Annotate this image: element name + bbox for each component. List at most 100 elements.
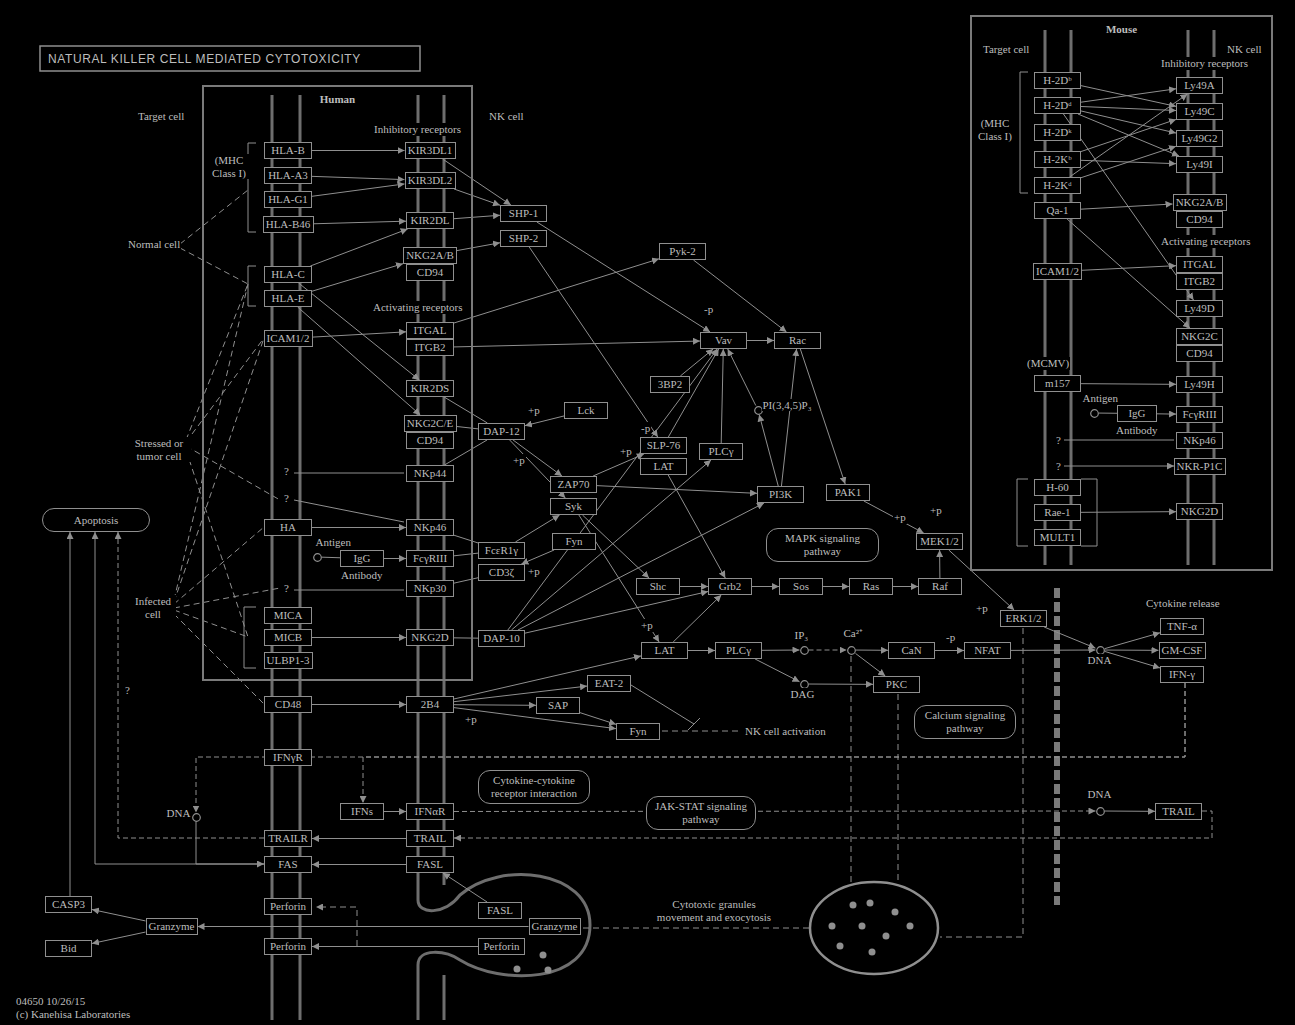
connector [1081, 383, 1176, 385]
node-text: KIR3DL2 [408, 174, 453, 187]
compound-symbol [1090, 409, 1099, 418]
node-text: PI3K [769, 488, 792, 501]
gene-box: HLA-G1 [264, 191, 312, 208]
annotation-label: Target cell [982, 43, 1030, 56]
pathway-link: Calcium signaling pathway [914, 705, 1016, 739]
gene-box: m157 [1034, 375, 1081, 392]
node-text: IFNγR [273, 751, 303, 764]
node-text: Perforin [270, 900, 306, 913]
pathway-link: MAPK signaling pathway [766, 528, 879, 562]
node-text: LAT [653, 460, 673, 473]
gene-box: PLCγ [715, 642, 762, 659]
pathway-link: Apoptosis [42, 508, 150, 532]
connector [1099, 413, 1118, 414]
node-text: Vav [715, 334, 732, 347]
node-text: ERK1/2 [1005, 612, 1041, 625]
gene-box: SLP-76 [640, 437, 687, 454]
connector [580, 713, 616, 725]
gene-box: PI3K [757, 486, 804, 503]
annotation-label: +p [975, 602, 989, 615]
title-holder: NATURAL KILLER CELL MEDIATED CYTOTOXICIT… [48, 52, 361, 66]
compound-circle: Antigen [1090, 409, 1099, 418]
connector [525, 416, 564, 426]
node-text: HA [280, 521, 296, 534]
gene-box: KIR2DS [406, 380, 454, 397]
node-text: CASP3 [52, 898, 85, 911]
annotation-label: Infected cell [130, 595, 176, 620]
gene-box: HLA-B [264, 142, 312, 159]
connector [454, 656, 641, 699]
node-text: IFNs [351, 805, 373, 818]
annotation-label: +p [929, 504, 943, 517]
gene-box: Ly49C [1176, 103, 1223, 120]
gene-box: Ras [849, 578, 893, 595]
node-text: MICB [274, 631, 302, 644]
connector [1105, 651, 1161, 668]
annotation-label: ? [283, 492, 290, 505]
gene-box: Granzyme [529, 918, 581, 935]
node-text: TRAIL [414, 832, 446, 845]
node-text: H-2Kᵈ [1043, 179, 1071, 192]
node-text: FASL [417, 858, 443, 871]
compound-circle: PI(3,4,5)P₃ [754, 406, 763, 415]
connector [755, 659, 799, 682]
gene-box: H-60 [1034, 479, 1081, 496]
diagram-title: NATURAL KILLER CELL MEDIATED CYTOTOXICIT… [48, 52, 361, 66]
gene-box: IFNs [340, 803, 384, 820]
node-text: IP₃ [794, 629, 810, 642]
connector [673, 595, 721, 642]
connector [1081, 204, 1173, 209]
connector [454, 341, 700, 347]
gene-box: NKG2C [1176, 328, 1223, 345]
connector [747, 340, 774, 341]
node-text: FAS [278, 858, 297, 871]
connector [198, 926, 529, 927]
gene-box: FcγRIII [1176, 406, 1223, 423]
granule-dot [859, 923, 866, 930]
connector [856, 650, 889, 651]
annotation-label: +p [512, 454, 526, 467]
node-text: ITGAL [1183, 258, 1216, 271]
node-text: NKp30 [414, 582, 446, 595]
annotation-label: Stressed or tumor cell [127, 437, 191, 462]
gene-box: Rac [774, 332, 821, 349]
node-text: IFN-γ [1169, 668, 1195, 681]
node-text: IgG [1128, 407, 1145, 420]
compound-circle: IP₃ [800, 646, 809, 655]
compound-circle-shape [1090, 409, 1098, 417]
node-text: Antigen [315, 536, 352, 549]
annotation-label: +p [464, 713, 478, 726]
gene-box: Ly49A [1176, 77, 1223, 94]
gene-box: H-2Dᵏ [1034, 124, 1081, 141]
gene-box: ICAM1/2 [1033, 263, 1082, 280]
node-text: PLCγ [726, 644, 751, 657]
node-text: EAT-2 [595, 677, 623, 690]
connector [1081, 86, 1176, 107]
gene-box: SAP [536, 697, 580, 714]
node-text: LAT [654, 644, 674, 657]
gene-box: Grb2 [708, 578, 752, 595]
node-text: KIR3DL1 [408, 144, 453, 157]
annotation-label: Antibody [1115, 424, 1159, 437]
node-text: NFAT [974, 644, 1001, 657]
node-text: NKG2D [411, 631, 448, 644]
pathway-link: JAK-STAT signaling pathway [646, 796, 756, 830]
node-text: TNF-α [1167, 620, 1197, 633]
gene-box: GM-CSF [1159, 642, 1206, 659]
connector [363, 683, 1185, 803]
connector [312, 838, 406, 839]
connector [118, 532, 264, 838]
annotation-label: Normal cell [127, 238, 181, 251]
gene-box: FcεR1γ [478, 542, 525, 559]
gene-box: Ly49G2 [1176, 130, 1223, 147]
annotation-label: ? [1055, 434, 1062, 447]
compound-symbol [847, 646, 856, 655]
annotation-label: (c) Kanehisa Laboratories [15, 1008, 131, 1021]
annotation-label: +p [893, 511, 907, 524]
annotation-label: Inhibitory receptors [373, 123, 462, 136]
gene-box: H-2Kᵈ [1034, 177, 1081, 194]
annotation-label: Cytokine release [1145, 597, 1221, 610]
node-text: Shc [650, 580, 667, 593]
